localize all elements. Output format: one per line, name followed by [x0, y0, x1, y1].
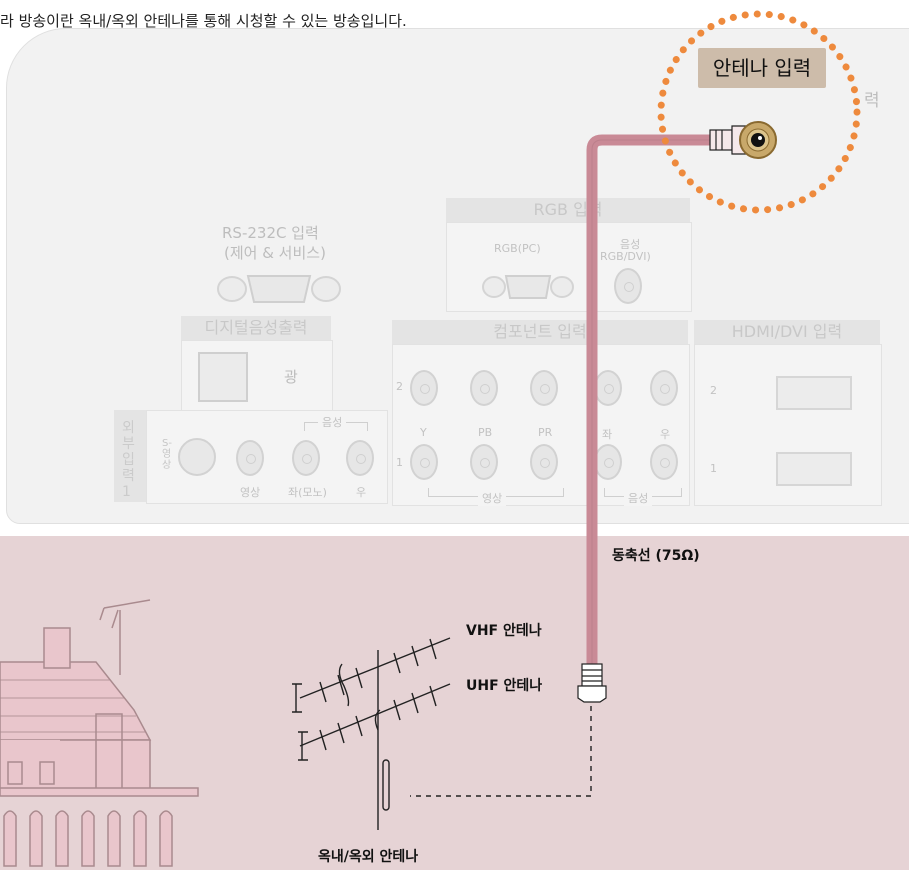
component-pr-label: PR — [538, 426, 553, 439]
coax-cable-label: 동축선 (75Ω) — [612, 548, 700, 564]
vhf-antenna-label: VHF 안테나 — [466, 623, 542, 639]
rgb-audio-jack — [614, 268, 642, 304]
ground-area — [0, 536, 909, 870]
rgb-title: RGB 입력 — [446, 198, 690, 222]
hdmi-1-label: 1 — [710, 462, 717, 475]
external-input-title: 외부입력1 — [122, 420, 135, 500]
intro-text: 라 방송이란 옥내/옥외 안테나를 통해 시청할 수 있는 방송입니다. — [0, 12, 407, 30]
ext-left-jack — [292, 440, 320, 476]
indoor-outdoor-antenna-label: 옥내/옥외 안테나 — [318, 849, 419, 865]
optical-port — [198, 352, 248, 402]
component-jack-2-pr — [530, 370, 558, 406]
ext-video-label: 영상 — [240, 486, 261, 499]
component-jack-1-right — [650, 444, 678, 480]
video-group-label: 영상 — [478, 490, 507, 506]
yagi-antenna-illustration — [292, 637, 451, 830]
rgb-audio-label-1: 음성 — [620, 238, 641, 251]
component-title: 컴포넌트 입력 — [392, 320, 688, 344]
component-row-1-label: 1 — [396, 456, 403, 469]
component-jack-2-right — [650, 370, 678, 406]
rgb-box — [446, 222, 692, 312]
hdmi-2-label: 2 — [710, 384, 717, 397]
rs232c-title: RS-232C 입력 — [222, 224, 319, 242]
component-jack-2-pb — [470, 370, 498, 406]
hdmi-title: HDMI/DVI 입력 — [694, 320, 880, 344]
ext-left-label: 좌(모노) — [288, 486, 327, 499]
component-jack-1-pb — [470, 444, 498, 480]
component-jack-2-y — [410, 370, 438, 406]
hdmi-2-port — [776, 376, 852, 410]
ext-audio-label: 음성 — [318, 414, 347, 430]
antenna-ghost-text: 력 — [864, 91, 880, 111]
rs232c-subtitle: (제어 & 서비스) — [224, 244, 326, 262]
rgb-pc-label: RGB(PC) — [494, 242, 541, 255]
uhf-antenna-label: UHF 안테나 — [466, 678, 543, 694]
antenna-input-label: 안테나 입력 — [698, 48, 826, 88]
component-pb-label: PB — [478, 426, 493, 439]
svideo-label: S-영상 — [162, 438, 172, 471]
antenna-input-callout-circle — [657, 10, 861, 214]
rgb-pc-port — [482, 275, 574, 299]
hdmi-1-port — [776, 452, 852, 486]
audio-group-label: 음성 — [624, 490, 653, 506]
rs232c-port — [217, 275, 341, 303]
component-right-label: 우 — [660, 428, 671, 441]
ext-video-jack — [236, 440, 264, 476]
component-y-label: Y — [420, 426, 427, 439]
optical-label: 광 — [284, 368, 298, 386]
component-jack-1-pr — [530, 444, 558, 480]
ext-right-label: 우 — [356, 486, 367, 499]
house-illustration — [0, 599, 199, 867]
component-jack-1-y — [410, 444, 438, 480]
ext-right-jack — [346, 440, 374, 476]
svideo-port — [178, 438, 216, 476]
component-left-label: 좌 — [602, 428, 613, 441]
rgb-audio-label-2: RGB/DVI) — [600, 250, 651, 263]
digital-audio-title: 디지털음성출력 — [181, 316, 331, 340]
component-row-2-label: 2 — [396, 380, 403, 393]
external-input-tab — [114, 410, 146, 502]
